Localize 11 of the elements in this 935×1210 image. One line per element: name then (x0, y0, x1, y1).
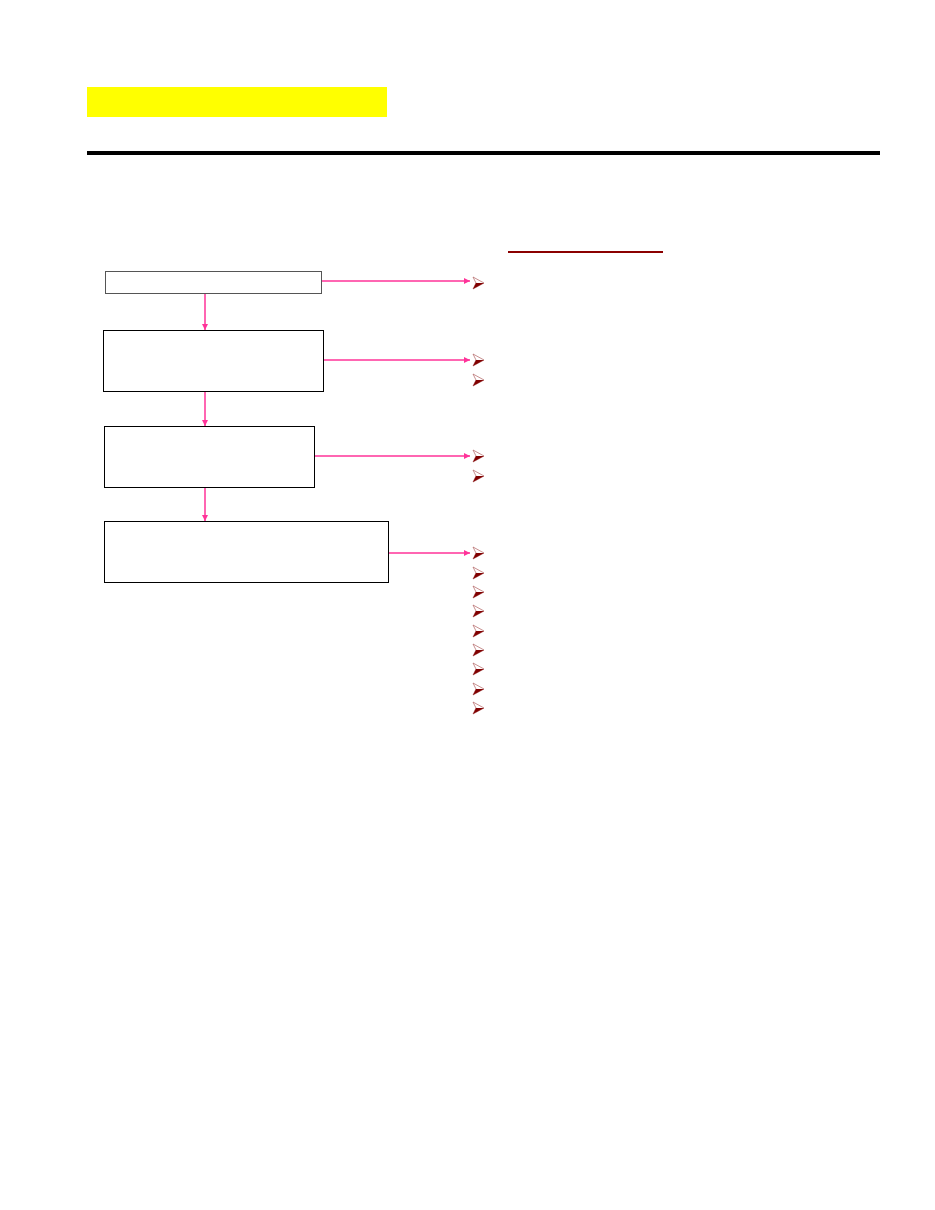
process-box (103, 330, 324, 392)
arrow (323, 357, 471, 363)
arrow (202, 293, 208, 331)
arrow (202, 487, 208, 522)
arrow (314, 453, 471, 459)
process-box (105, 271, 322, 294)
process-box (104, 521, 389, 583)
arrow (321, 278, 471, 284)
arrow (388, 550, 471, 556)
process-box (104, 426, 315, 488)
arrow (202, 391, 208, 427)
